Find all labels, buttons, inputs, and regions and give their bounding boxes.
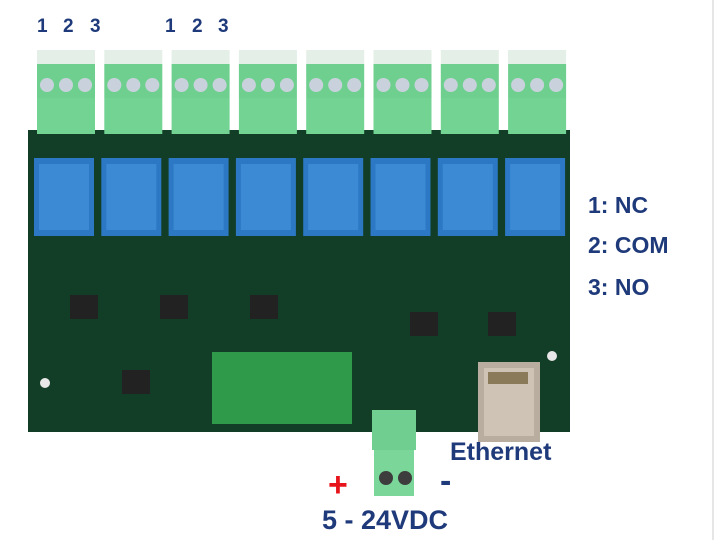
relay-terminal-block <box>440 50 499 134</box>
legend-com: 2: COM <box>588 232 669 258</box>
pin-label: 1 <box>165 16 176 37</box>
screw-icon <box>530 78 545 92</box>
screw-icon <box>174 78 189 92</box>
screw-icon <box>347 78 362 92</box>
screw-icon <box>193 78 208 92</box>
screw-icon <box>376 78 391 92</box>
ethernet-label: Ethernet <box>450 438 552 466</box>
screw-icon <box>126 78 141 92</box>
sub-board <box>212 352 352 424</box>
screw-icon <box>511 78 526 92</box>
screw-icon <box>241 78 256 92</box>
screw-icon <box>395 78 410 92</box>
mount-hole <box>40 378 50 388</box>
right-border <box>712 0 714 540</box>
screw-icon <box>145 78 160 92</box>
screw-icon <box>279 78 294 92</box>
relay <box>505 158 566 236</box>
ic-chip <box>410 312 438 336</box>
ethernet-jack <box>478 362 540 442</box>
ic-chip <box>70 295 98 319</box>
relay <box>235 158 296 236</box>
voltage-label: 5 - 24VDC <box>322 505 449 535</box>
relay-terminal-block <box>171 50 230 134</box>
pin-label: 3 <box>90 16 101 37</box>
pin-label: 1 <box>37 16 48 37</box>
screw-icon <box>107 78 122 92</box>
screw-icon <box>59 78 73 92</box>
screw-icon <box>260 78 275 92</box>
relay-terminal-block <box>306 50 365 134</box>
relay-terminal-block <box>104 50 163 134</box>
relay <box>370 158 431 236</box>
relay <box>34 158 94 236</box>
pin-label: 2 <box>63 16 74 37</box>
power-plus-label: + <box>328 466 348 504</box>
screw-icon <box>443 78 458 92</box>
relay <box>101 158 162 236</box>
ic-chip <box>160 295 188 319</box>
relay <box>168 158 229 236</box>
relay-terminal-block <box>238 50 297 134</box>
screw-icon <box>549 78 564 92</box>
legend-no: 3: NO <box>588 274 650 300</box>
ic-chip <box>122 370 150 394</box>
relay <box>437 158 498 236</box>
screw-icon <box>481 78 496 92</box>
screw-icon <box>78 78 92 92</box>
screw-icon <box>414 78 429 92</box>
mount-hole <box>547 351 557 361</box>
screw-icon <box>328 78 343 92</box>
screw-icon <box>309 78 324 92</box>
relay-terminal-block <box>37 50 95 134</box>
pin-label: 3 <box>218 16 229 37</box>
power-terminal <box>372 410 416 496</box>
relay <box>303 158 364 236</box>
screw-icon <box>462 78 477 92</box>
ic-chip <box>488 312 516 336</box>
pin-label: 2 <box>192 16 203 37</box>
legend-nc: 1: NC <box>588 192 649 218</box>
power-minus-label: - <box>440 462 452 500</box>
screw-icon <box>40 78 54 92</box>
screw-icon <box>212 78 227 92</box>
relay-terminal-block <box>508 50 567 134</box>
ic-chip <box>250 295 278 319</box>
relay-terminal-block <box>373 50 432 134</box>
